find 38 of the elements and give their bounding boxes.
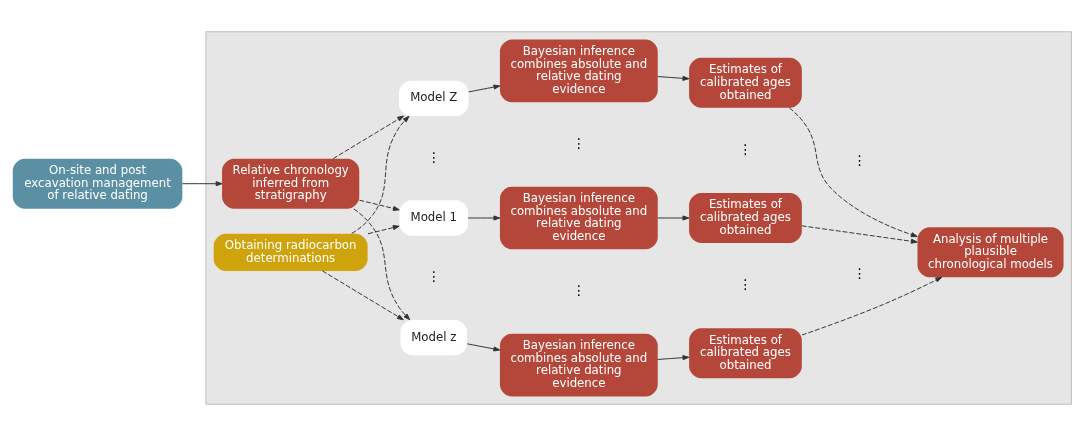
node-box: Bayesian inference combines absolute and relative dating evidence xyxy=(499,39,658,103)
label: ⋮ xyxy=(738,140,753,157)
arrow xyxy=(322,270,404,321)
node-box: On-site and post excavation management of relative dating xyxy=(12,158,183,209)
arrow xyxy=(351,115,410,234)
arrow xyxy=(468,84,501,93)
arrow xyxy=(657,215,690,221)
label: ⋮ xyxy=(426,268,441,285)
node-box: Relative chronology inferred from stratigraphy xyxy=(222,158,360,209)
cluster xyxy=(205,31,1072,405)
node-box: Analysis of multiple plausible chronological models xyxy=(917,227,1064,278)
arrow xyxy=(788,107,918,238)
arrow xyxy=(358,199,400,211)
label: ⋮ xyxy=(852,151,867,168)
arrow xyxy=(657,355,690,361)
label: ⋮ xyxy=(426,148,441,165)
arrow xyxy=(353,208,411,321)
label: ⋮ xyxy=(852,264,867,281)
arrow xyxy=(332,115,405,160)
node-box: Estimates of calibrated ages obtained xyxy=(689,193,802,243)
node-box: Estimates of calibrated ages obtained xyxy=(689,57,802,108)
node-box: Model 1 xyxy=(399,200,469,236)
node-box: Estimates of calibrated ages obtained xyxy=(689,328,802,379)
node-box: Bayesian inference combines absolute and relative dating evidence xyxy=(499,186,658,250)
arrow xyxy=(367,225,400,235)
node-box: Obtaining radiocarbon determinations xyxy=(213,233,368,271)
label: ⋮ xyxy=(571,135,586,152)
node-box: Model Z xyxy=(398,80,469,117)
node-box: Model z xyxy=(400,319,468,356)
node-box: Bayesian inference combines absolute and relative dating evidence xyxy=(499,333,658,397)
arrow xyxy=(801,276,943,336)
label: ⋮ xyxy=(571,282,586,299)
arrow xyxy=(657,75,690,81)
arrow xyxy=(466,343,501,352)
arrow xyxy=(467,215,501,221)
label: ⋮ xyxy=(738,276,753,293)
arrow xyxy=(181,181,223,187)
arrow xyxy=(801,225,918,244)
